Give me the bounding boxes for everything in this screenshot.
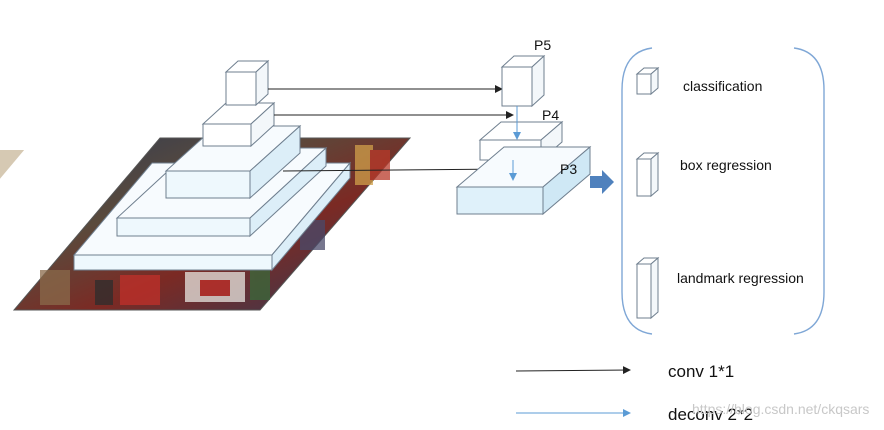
watermark: https://blog.csdn.net/ckqsars bbox=[692, 401, 869, 417]
pyramid-level-5 bbox=[224, 59, 270, 107]
legend: conv 1*1 deconv 2*2 bbox=[515, 362, 753, 424]
feature-pyramid bbox=[72, 59, 352, 272]
p5-block bbox=[500, 54, 546, 108]
legend-deconv-label: deconv 2*2 bbox=[668, 405, 753, 424]
heads-container bbox=[621, 47, 825, 335]
legend-conv-label: conv 1*1 bbox=[668, 362, 734, 381]
landmark-regression-label: landmark regression bbox=[677, 270, 804, 286]
box-regression-head bbox=[635, 151, 660, 198]
classification-label: classification bbox=[683, 78, 762, 94]
landmark-regression-head bbox=[635, 256, 660, 320]
p4-label: P4 bbox=[542, 107, 559, 123]
legend-conv-arrow bbox=[515, 366, 631, 375]
lateral-arrows bbox=[268, 85, 514, 174]
p5-label: P5 bbox=[534, 37, 551, 53]
pyramid-level-4 bbox=[201, 101, 276, 148]
p3-block bbox=[455, 145, 592, 216]
to-heads-arrow bbox=[590, 170, 614, 194]
box-regression-label: box regression bbox=[680, 157, 772, 173]
topdown-arrows bbox=[509, 106, 521, 181]
pyramid-level-3 bbox=[164, 124, 302, 200]
lateral-arrow-p3 bbox=[282, 165, 514, 174]
classification-head bbox=[635, 66, 660, 96]
p3-label: P3 bbox=[560, 161, 577, 177]
